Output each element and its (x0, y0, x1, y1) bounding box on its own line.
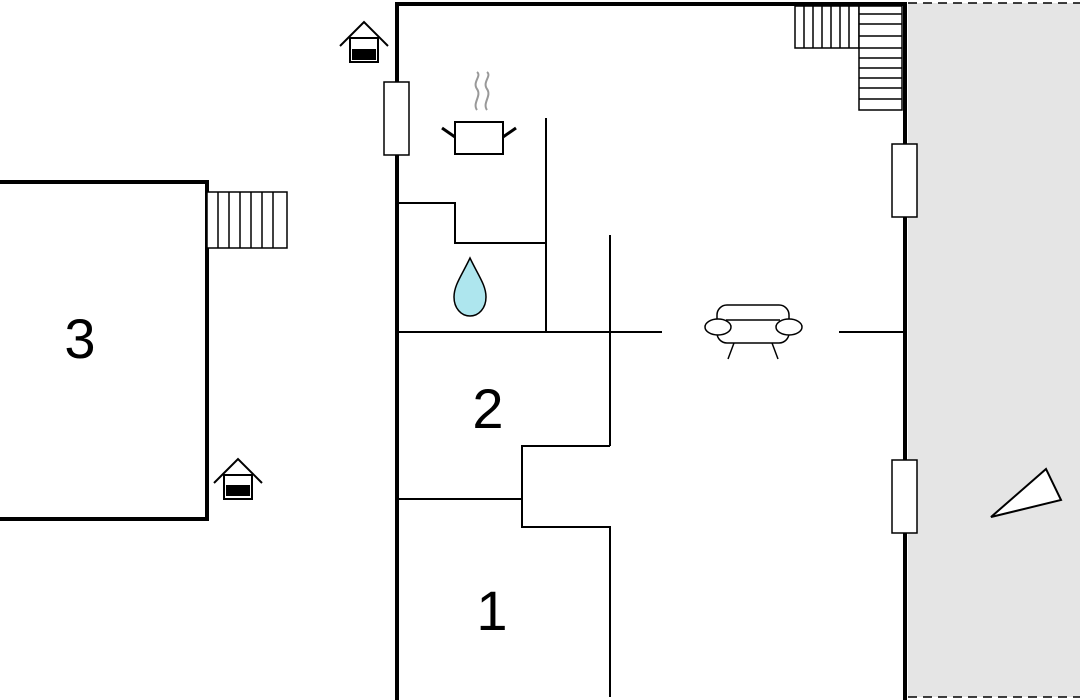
interior-walls (399, 118, 905, 697)
bathroom-wall-top (399, 202, 546, 244)
entrance-house-icon-building-3 (213, 457, 263, 500)
room-label-2: 2 (472, 377, 503, 440)
entrance-house-icon (339, 20, 389, 63)
cooking-pot-icon (441, 71, 517, 155)
terrace-fill (908, 3, 1080, 697)
window-left (383, 81, 410, 156)
window-right-top (891, 143, 918, 218)
water-drop-icon (453, 256, 487, 317)
building-3-walls (0, 180, 209, 521)
room-label-1: 1 (476, 579, 507, 642)
room-label-3: 3 (64, 307, 95, 370)
sofa-icon (704, 304, 803, 360)
stairs-main-house (794, 5, 903, 111)
terrace (908, 2, 1080, 698)
main-house: 2 1 (383, 2, 918, 700)
compass-pointer-icon (990, 467, 1063, 518)
wall-step (521, 445, 611, 697)
stairs-building-3 (206, 191, 288, 249)
window-right-bottom (891, 459, 918, 534)
building-3: 3 (0, 180, 288, 521)
main-house-walls (395, 2, 907, 700)
